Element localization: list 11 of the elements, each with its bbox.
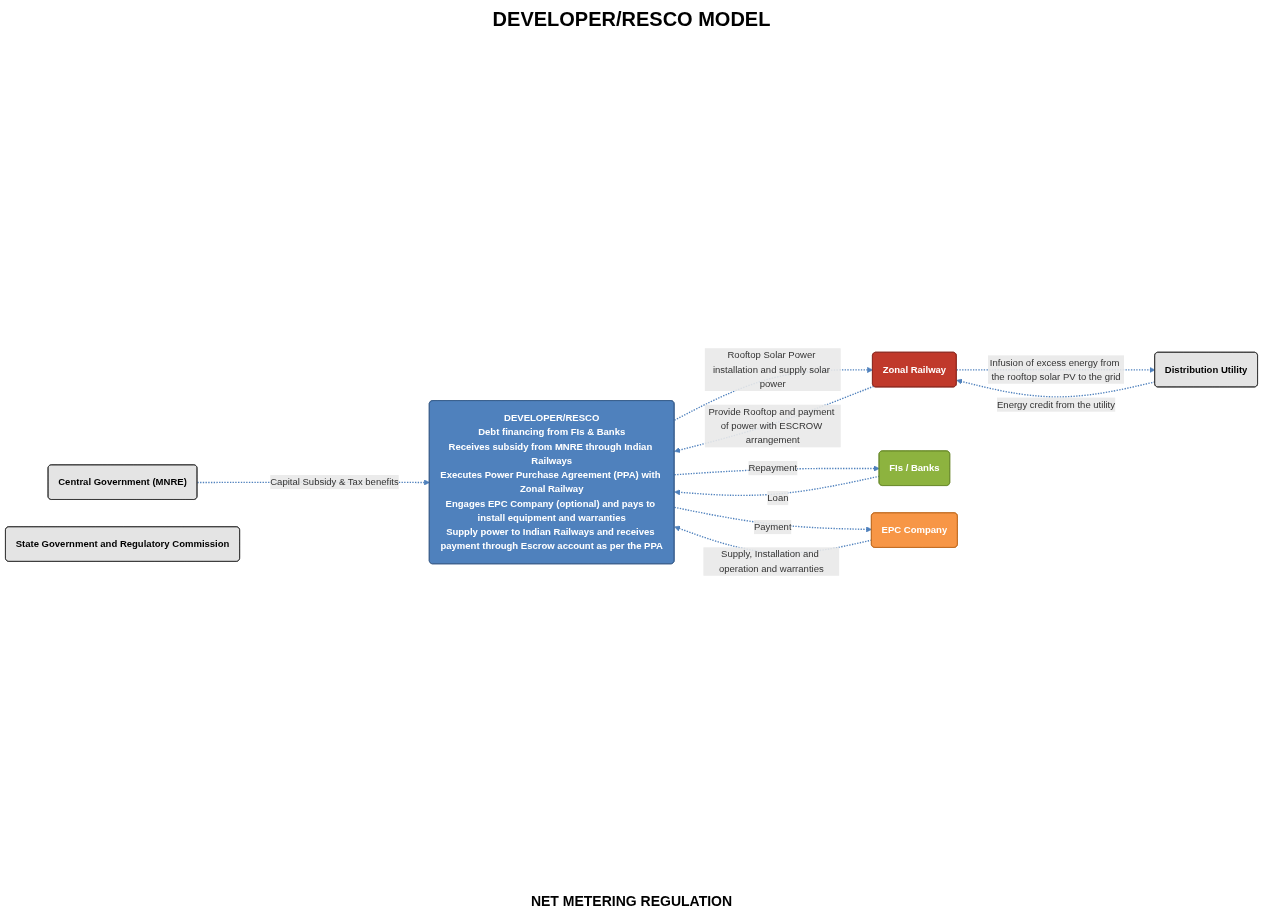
edge-label: Supply, Installation and operation and warranties: [718, 548, 824, 574]
edge-label: Rooftop Solar Power installation and supply solar power: [712, 349, 830, 389]
edge-label: Repayment: [748, 462, 798, 474]
diagram-title: DEVELOPER/RESCO MODEL: [492, 8, 771, 31]
edge-label: Provide Rooftop and payment of power with ESCROW arrangement: [708, 405, 835, 446]
edge-label: Loan: [767, 492, 789, 504]
edge-label: Energy credit from the utility: [997, 398, 1116, 410]
note-text: NET METERING REGULATION: [530, 893, 733, 909]
edge-label: Infusion of excess energy from the rooftop solar PV to the grid: [989, 356, 1121, 382]
edge-label: Payment: [753, 521, 792, 533]
edge-label: Capital Subsidy & Tax benefits: [270, 476, 399, 488]
